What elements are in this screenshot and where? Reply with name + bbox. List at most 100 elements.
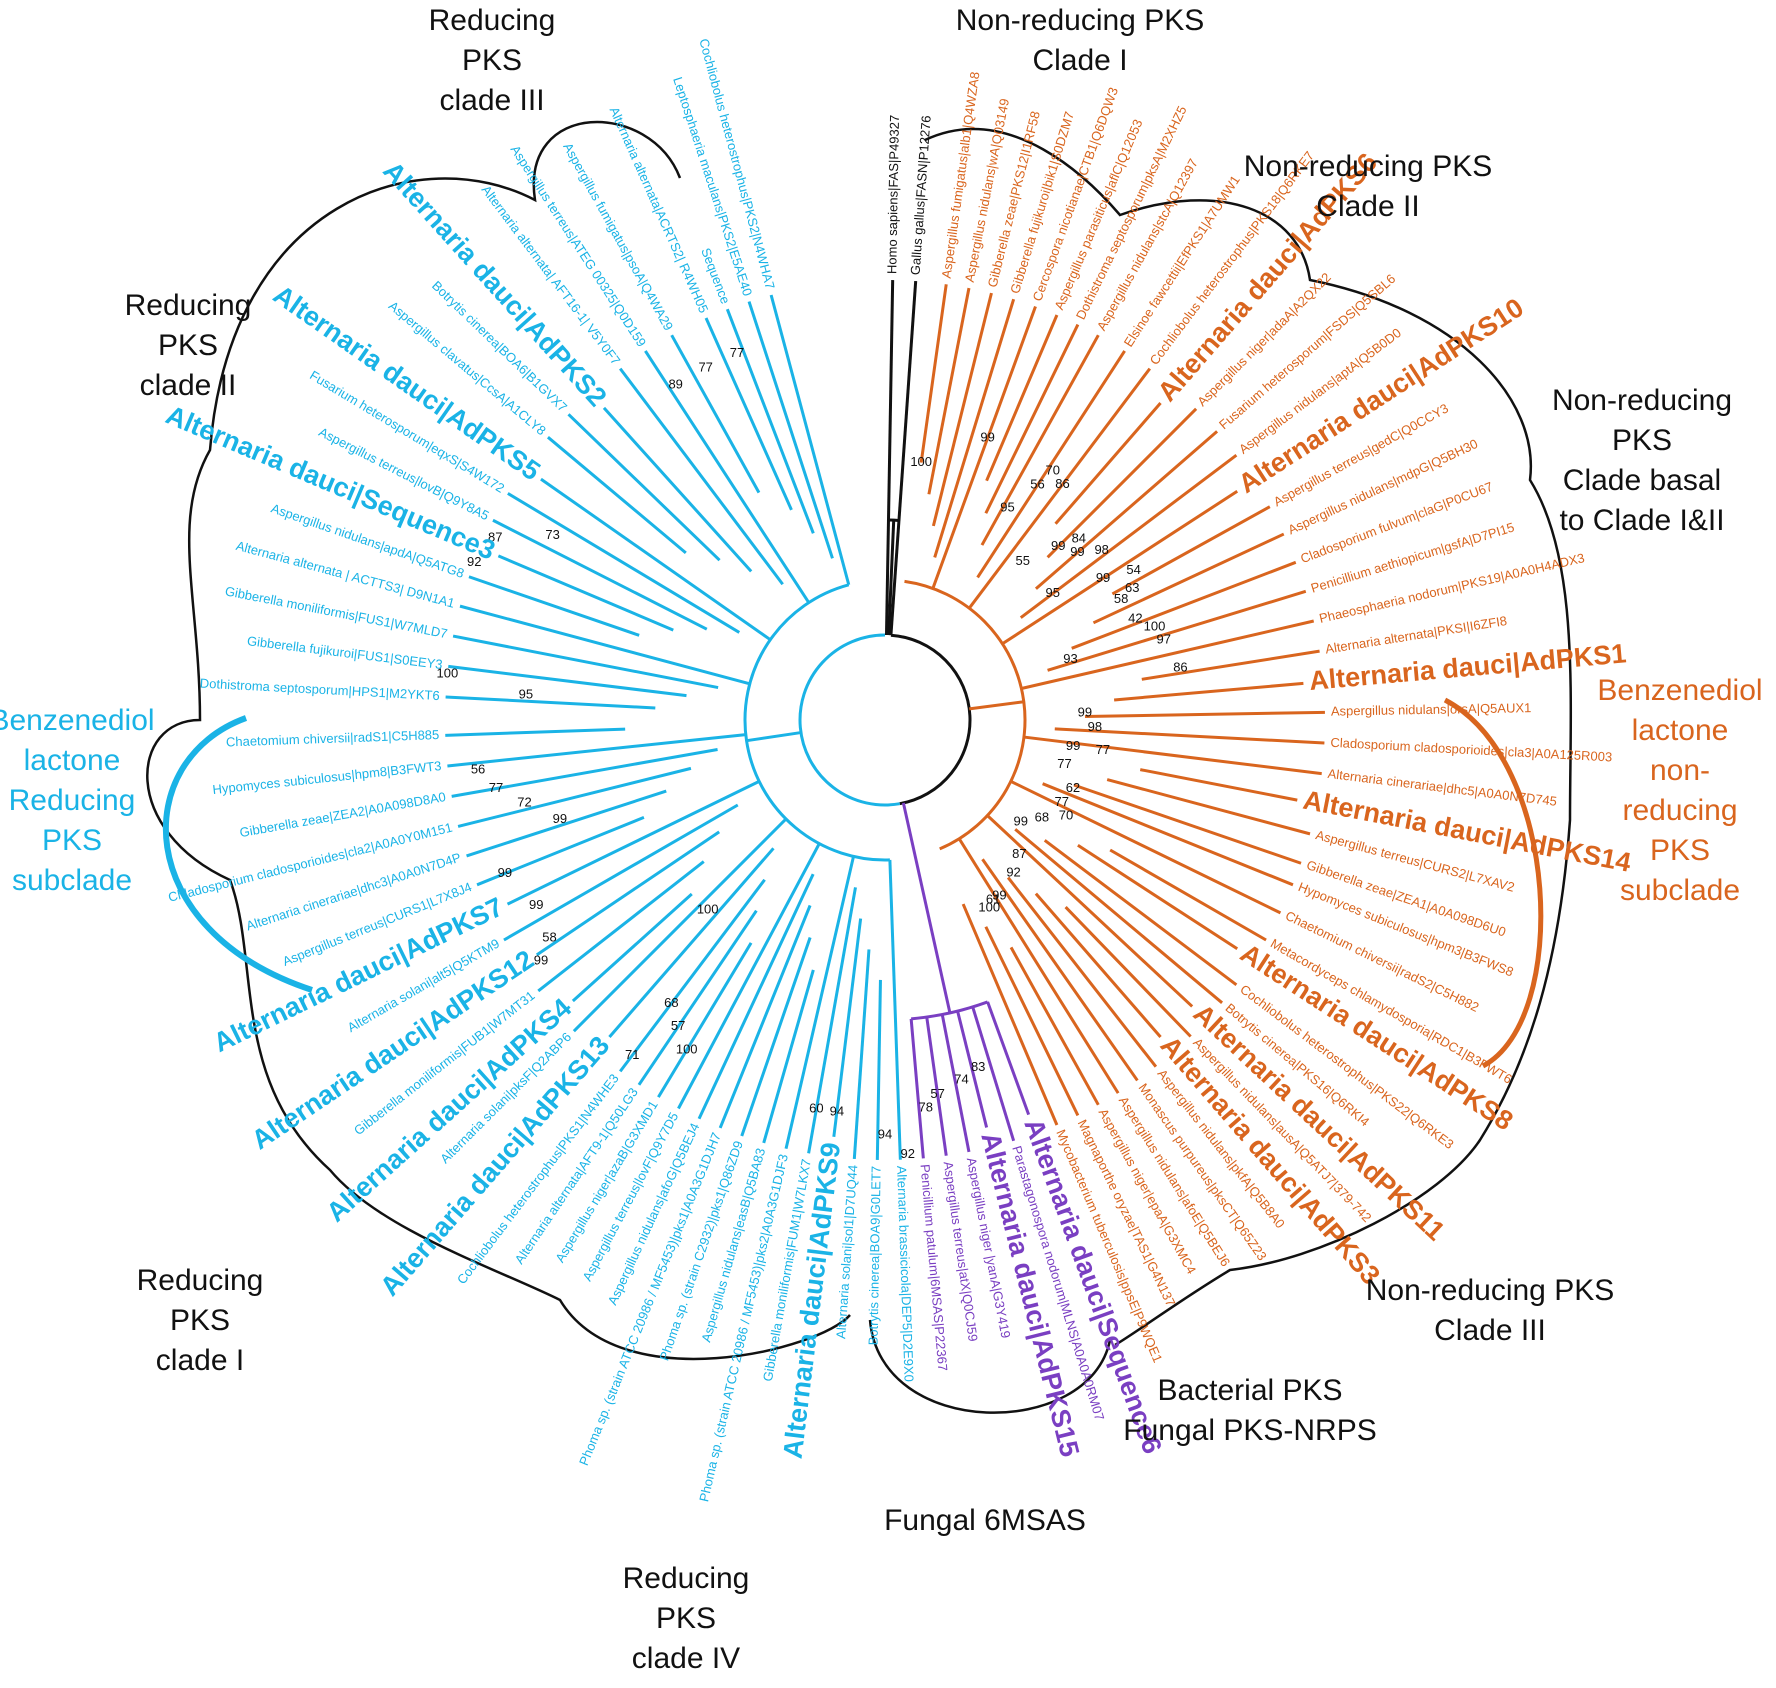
bootstrap-value: 70 [1046, 463, 1060, 478]
bootstrap-value: 100 [697, 902, 719, 917]
leaf-branch [1034, 892, 1162, 1038]
leaf-branch [931, 306, 1037, 589]
leaf-branch [459, 604, 751, 686]
leaf-branch [537, 860, 705, 993]
bootstrap-value: 71 [625, 1047, 639, 1062]
leaf-label-highlight: Alternaria dauci|AdPKS14 [1301, 785, 1634, 878]
clade-stem-sixmsas [901, 802, 952, 1014]
bootstrap-values: 1007777897387921009556777299999958996857… [437, 345, 1188, 1161]
bootstrap-value: 93 [1063, 651, 1077, 666]
clade-stem-outgroup [887, 520, 896, 636]
outline-nonreducing [924, 127, 1573, 1347]
bootstrap-value: 57 [930, 1086, 944, 1101]
bootstrap-value: 99 [980, 430, 994, 445]
leaf-label: Alternaria brassicicola|DEP5|D2E9X0 [894, 1165, 917, 1382]
leaf-branch [677, 842, 821, 1110]
leaf-branch [540, 477, 772, 641]
leaf-label: Phaeosphaeria nodorum|PKS19|A0A0H4ADX3 [1318, 550, 1586, 626]
leaf-branch [619, 878, 766, 1073]
bootstrap-value: 56 [1030, 477, 1044, 492]
bootstrap-value: 98 [1088, 719, 1102, 734]
bootstrap-value: 100 [978, 899, 1000, 914]
leaf-branch [476, 816, 645, 887]
bootstrap-value: 78 [919, 1099, 933, 1114]
leaf-branch [1010, 780, 1282, 915]
bootstrap-value: 86 [1055, 476, 1069, 491]
bootstrap-value: 99 [529, 897, 543, 912]
leaf-branch [971, 1006, 1016, 1142]
bootstrap-value: 92 [901, 1146, 915, 1161]
bootstrap-value: 99 [992, 888, 1006, 903]
leaf-branch [507, 492, 741, 634]
bootstrap-value: 74 [954, 1071, 968, 1086]
leaf-branch [535, 830, 721, 957]
leaf-branch [1009, 946, 1100, 1106]
leaf-branch [670, 334, 761, 494]
bootstrap-value: 84 [1072, 531, 1086, 546]
leaf-branch [1006, 876, 1158, 1068]
leaf-branch [1064, 905, 1192, 1038]
bootstrap-value: 95 [1000, 499, 1014, 514]
leaf-branch [1034, 430, 1219, 590]
bootstrap-value: 57 [671, 1018, 685, 1033]
leaf-branch [1054, 727, 1325, 745]
leaf-branch [1111, 505, 1271, 596]
leaf-branch [1001, 489, 1239, 646]
leaf-label: Botrytis cinerea|BOA9|G0LET7 [866, 1166, 884, 1346]
leaf-branch [931, 292, 993, 527]
bootstrap-value: 95 [519, 686, 533, 701]
leaf-branch [1109, 848, 1267, 942]
leaf-branch [740, 936, 812, 1137]
tree-branches [445, 280, 1325, 1160]
clade-outlines [146, 120, 1573, 1414]
bootstrap-value: 100 [676, 1041, 698, 1056]
leaf-branch [1021, 619, 1315, 690]
bootstrap-value: 99 [534, 952, 548, 967]
bootstrap-value: 56 [471, 761, 485, 776]
bootstrap-value: 99 [1066, 738, 1080, 753]
bootstrap-value: 92 [1006, 865, 1020, 880]
leaf-branch [981, 858, 1139, 1082]
bootstrap-value: 87 [488, 530, 502, 545]
clade-stem-nonreducing [969, 700, 1024, 711]
leaf-branch [452, 634, 719, 690]
leaf-branch [925, 1016, 948, 1156]
leaf-branch [940, 1014, 971, 1153]
leaf-branch [784, 856, 855, 1150]
bootstrap-value: 61 [986, 891, 1000, 906]
bootstrap-value: 60 [809, 1100, 823, 1115]
bootstrap-value: 73 [545, 527, 559, 542]
leaf-branch [1106, 778, 1311, 836]
leaf-branch [704, 317, 793, 511]
leaf-label: Gallus gallus|FASN|P12276 [908, 115, 934, 276]
leaf-branch [448, 664, 687, 698]
leaf-label: Homo sapiens|FAS|P49327 [884, 115, 902, 274]
leaf-branch [1084, 710, 1325, 719]
label-fungal-6msas: Fungal 6MSAS [884, 1504, 1086, 1537]
bdl-nonreducing-arc [1443, 697, 1544, 1069]
bootstrap-value: 100 [437, 665, 459, 680]
leaf-branch [1071, 560, 1297, 650]
leaf-branch [1141, 649, 1320, 681]
bootstrap-value: 98 [1094, 542, 1108, 557]
leaf-branch [968, 367, 1151, 610]
leaf-branch [1139, 768, 1298, 802]
bootstrap-value: 55 [1016, 553, 1030, 568]
leaf-branch [468, 575, 640, 637]
leaf-branch [466, 789, 667, 858]
leaf-branch [888, 859, 902, 1160]
leaf-branch [875, 979, 882, 1160]
leaf-branch [832, 918, 863, 1138]
leaf-label: Hypomyces subiculosus|hpm8|B3FWT3 [212, 758, 442, 797]
leaf-branch [1046, 407, 1198, 559]
leaf-branch [546, 436, 687, 555]
leaf-branch [957, 837, 1120, 1094]
leaf-branch [961, 903, 1059, 1126]
bootstrap-value: 99 [553, 811, 567, 826]
leaf-branch [976, 350, 1126, 579]
